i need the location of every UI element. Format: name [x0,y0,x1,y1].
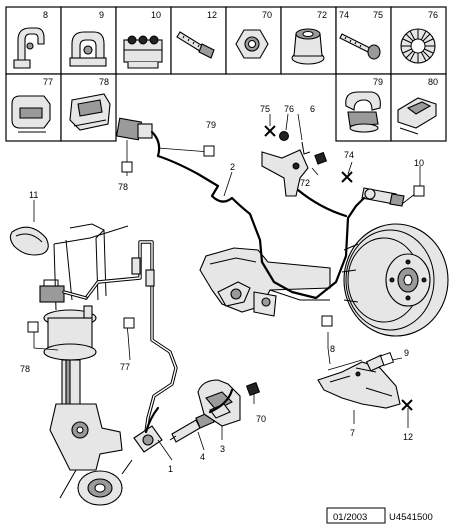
washer-marker-icon [279,131,289,141]
rear-brake-drum [341,223,449,337]
screw-marker-74-icon [341,171,353,183]
heat-shield-bracket-icon [317,361,401,409]
front-strut-assembly [39,223,133,506]
connector-clip-icon [11,95,51,133]
cell-number-72: 72 [317,10,327,20]
rear-abs-sensor-icon [361,187,405,207]
callout-11: 11 [29,190,38,200]
front-abs-sensor-icon [169,411,215,443]
callout-10: 10 [414,158,424,168]
callout-75: 75 [260,104,270,114]
screw-marker-icon [264,125,276,137]
cell-number-76: 76 [428,10,438,20]
callout-74: 74 [344,150,354,160]
callout-77: 77 [120,362,130,372]
cell-number-12: 12 [207,10,217,20]
callout-4: 4 [200,452,205,462]
cell-number-79: 79 [373,77,383,87]
callout-72: 72 [300,178,310,188]
cell-number-74: 74 [339,10,349,20]
callout-2: 2 [230,162,235,172]
callout-8: 8 [330,344,335,354]
sensor-clip-icon [345,91,381,133]
cell-number-75: 75 [373,10,383,20]
cell-number-77: 77 [43,77,53,87]
callout-12: 12 [403,432,413,442]
bolt-icon [176,31,215,59]
leader-lines [33,113,421,461]
callout-1: 1 [168,464,173,474]
callout-76: 76 [284,104,294,114]
sensor-bracket-icon [261,141,311,197]
screw-marker-12-icon [401,399,413,411]
pipe-clip-icon [69,31,107,67]
callouts: 11 2 78 79 75 76 6 72 74 10 8 77 78 70 3… [20,104,424,474]
multi-pipe-clip-icon [123,35,163,69]
footer: 01/2003 U4541500 [326,507,433,524]
reference-squares [27,145,425,367]
cell-number-80: 80 [428,77,438,87]
cell-12 [170,6,227,75]
footer-date: 01/2003 [333,512,367,523]
nut-marker-icon [245,381,261,397]
cell-number-10: 10 [151,10,161,20]
footer-reference: U4541500 [389,512,433,523]
harness-clip-icon [397,97,437,135]
harness-bracket-icon [69,93,111,131]
hex-nut-icon [235,29,269,59]
screw-icon [339,33,381,60]
flanged-nut-icon [291,28,325,65]
dust-cap-icon [9,226,49,256]
date-box [326,507,386,524]
callout-3: 3 [220,444,225,454]
callout-78-upper: 78 [118,182,128,192]
brake-hose-union-icon [133,425,163,453]
hose-clip-icon [13,27,45,69]
cell-number-8: 8 [43,10,48,20]
brake-pipe [62,240,178,434]
serrated-washer-icon [400,28,436,64]
cell-74-75 [335,6,392,75]
callout-9: 9 [404,348,409,358]
cell-number-78: 78 [99,77,109,87]
bracket-nut-icon [314,151,328,165]
parts-table: 8 9 10 12 70 72 74 75 76 77 78 79 80 [5,6,447,142]
callout-6: 6 [310,104,315,114]
callout-79: 79 [206,120,216,130]
callout-7: 7 [350,428,355,438]
rear-axle-beam [199,247,331,317]
abs-connector-icon [197,379,241,427]
abs-cables [115,117,366,434]
cell-number-9: 9 [99,10,104,20]
callout-70: 70 [256,414,266,424]
cell-number-70: 70 [262,10,272,20]
callout-78-lower: 78 [20,364,30,374]
